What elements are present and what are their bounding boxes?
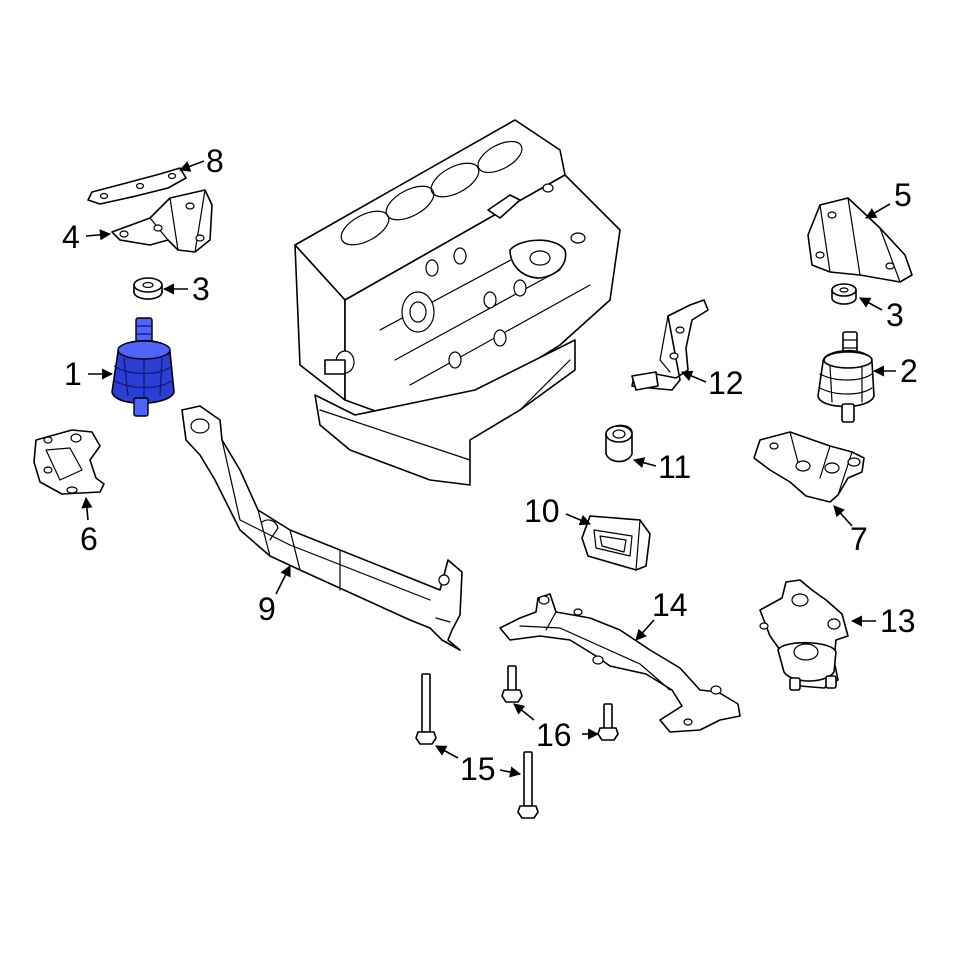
callout-4-label: 4 [62,219,80,255]
callout-3a-label: 3 [192,271,210,307]
part-7-bracket[interactable] [753,431,865,503]
callout-8: 8 [178,143,224,179]
callout-15-label: 15 [460,751,496,787]
part-1-engine-mount[interactable] [111,317,175,417]
callout-9-label: 9 [258,591,276,627]
part-2-engine-mount[interactable] [817,331,875,423]
callout-14-label: 14 [652,587,688,623]
callout-5: 5 [865,177,912,219]
callout-3b-label: 3 [886,297,904,333]
callout-1-label: 1 [64,356,82,392]
callout-9: 9 [258,564,291,627]
callout-2: 2 [872,353,918,389]
part-3-washer-right[interactable] [831,283,857,305]
part-16-bolt-right[interactable] [597,703,619,741]
callout-6: 6 [80,496,98,557]
callout-1: 1 [64,356,114,392]
part-11-bushing[interactable] [605,424,633,463]
callout-12-label: 12 [708,365,744,401]
callout-13-label: 13 [880,603,916,639]
callout-16: 16 [513,703,600,753]
callout-12: 12 [680,365,744,401]
callout-11: 11 [632,449,691,485]
part-4-bracket[interactable] [111,189,213,253]
callout-16-label: 16 [536,717,572,753]
callout-15: 15 [435,745,522,787]
callout-3b: 3 [859,297,904,333]
part-14-transmission-crossmember[interactable] [499,593,741,733]
callout-4: 4 [62,219,112,255]
callout-7: 7 [833,505,868,557]
part-3-washer-left[interactable] [133,277,163,300]
engine-block [294,119,621,486]
part-13-mount-assembly[interactable] [759,579,849,691]
part-5-bracket[interactable] [807,197,913,283]
part-16-bolt-left[interactable] [501,665,523,703]
part-10-mount-pad[interactable] [581,515,651,571]
part-6-bracket[interactable] [33,429,105,495]
callout-13: 13 [850,603,916,639]
part-8-plate[interactable] [87,167,187,205]
callout-6-label: 6 [80,521,98,557]
part-9-crossmember[interactable] [181,405,463,651]
callout-8-label: 8 [206,143,224,179]
part-12-bracket[interactable] [631,299,709,391]
callout-10: 10 [524,493,592,529]
callout-10-label: 10 [524,493,560,529]
callout-14: 14 [635,587,688,641]
callout-5-label: 5 [894,177,912,213]
part-15-bolt-upper[interactable] [415,673,437,745]
part-15-bolt-lower[interactable] [517,751,539,819]
callout-3a: 3 [162,271,210,307]
callout-11-label: 11 [658,449,691,485]
callout-2-label: 2 [900,353,918,389]
callout-7-label: 7 [850,521,868,557]
